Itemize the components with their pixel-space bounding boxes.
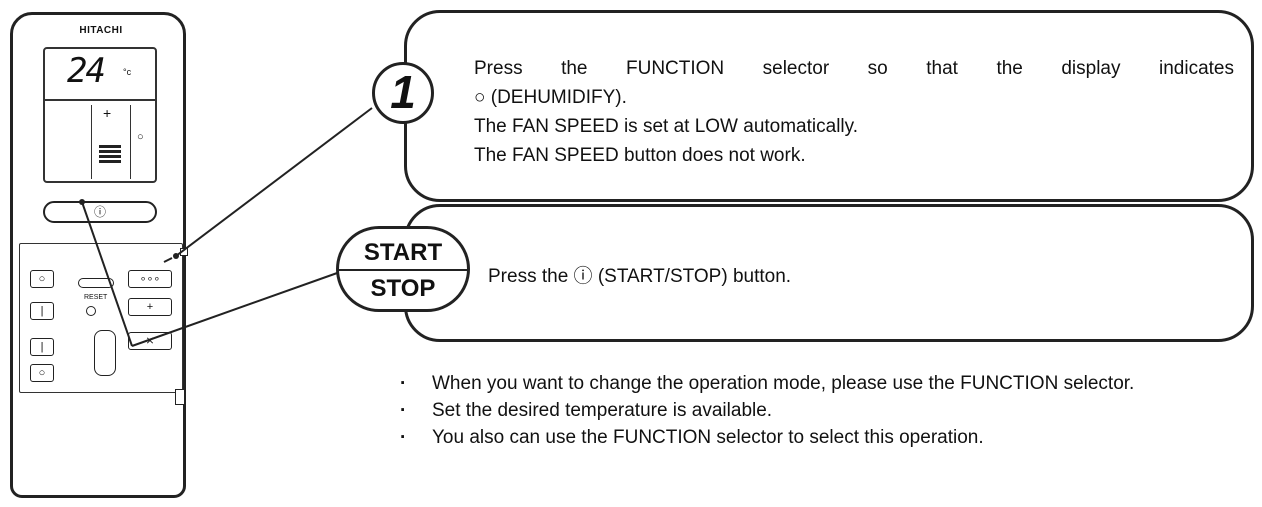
- dehumidify-icon: ○: [137, 131, 144, 143]
- stop-label: STOP: [370, 275, 436, 302]
- note-item: When you want to change the operation mo…: [400, 370, 1260, 397]
- display-divider: [45, 99, 155, 101]
- start-stop-divider: [339, 269, 467, 271]
- remote-brand: HITACHI: [79, 25, 123, 36]
- timer-icon: ○: [38, 367, 46, 379]
- start-stop-button[interactable]: ⓘ: [43, 201, 157, 223]
- fan-speed-button[interactable]: ∘∘∘: [128, 270, 172, 288]
- power-icon: ⓘ: [93, 205, 106, 219]
- display-temperature: 24: [67, 51, 106, 91]
- plus-icon: +: [146, 301, 154, 313]
- step-1-line-2: ○ (DEHUMIDIFY).: [474, 87, 627, 108]
- timer-cancel-button[interactable]: ○: [30, 364, 54, 382]
- panel-marker-bottom: [175, 389, 185, 405]
- bar-icon: |: [40, 341, 44, 353]
- step-1-box: [404, 10, 1254, 202]
- notes-list: When you want to change the operation mo…: [400, 370, 1260, 451]
- timer-off-button[interactable]: |: [30, 302, 54, 320]
- step-2-box: [404, 204, 1254, 342]
- note-item: Set the desired temperature is available…: [400, 397, 1260, 424]
- display-fan-bracket: [91, 105, 131, 179]
- panel-marker-top: [180, 248, 188, 256]
- display-unit: °c: [123, 67, 132, 77]
- step-1-line-1: Press the FUNCTION selector so that the …: [474, 58, 1234, 79]
- step-1-badge: 1: [372, 62, 434, 124]
- fan-icon: ∘∘∘: [139, 273, 161, 285]
- start-stop-badge: START STOP: [336, 226, 470, 312]
- remote-display: 24 °c + ○: [43, 47, 157, 183]
- button-panel: ○ | | ○ RESET ∘∘∘ + ⨯: [19, 243, 188, 393]
- function-selector[interactable]: [78, 278, 114, 288]
- step-1-text: Press the FUNCTION selector so that the …: [474, 54, 1234, 170]
- timer-set-button[interactable]: |: [30, 338, 54, 356]
- start-label: START: [363, 239, 443, 266]
- time-adjust-rocker[interactable]: [94, 330, 116, 376]
- temperature-up-button[interactable]: +: [128, 298, 172, 316]
- reset-button[interactable]: [86, 306, 96, 316]
- step-1-line-3: The FAN SPEED is set at LOW automaticall…: [474, 116, 858, 137]
- leader-line-function: [175, 107, 373, 257]
- step-1-number: 1: [390, 66, 416, 118]
- timer-on-button[interactable]: ○: [30, 270, 54, 288]
- note-item: You also can use the FUNCTION selector t…: [400, 424, 1260, 451]
- remote-control: HITACHI 24 °c + ○ ⓘ ○ | | ○ RESET ∘∘∘ + …: [10, 12, 188, 498]
- step-1-line-4: The FAN SPEED button does not work.: [474, 145, 806, 166]
- bar-icon: |: [40, 305, 44, 317]
- louver-icon: ⨯: [145, 335, 155, 347]
- step-2-text: Press the ⓘ (START/STOP) button.: [488, 266, 792, 287]
- timer-icon: ○: [38, 273, 46, 285]
- swing-louver-button[interactable]: ⨯: [128, 332, 172, 350]
- fan-speed-icon: [99, 145, 121, 165]
- reset-label: RESET: [84, 294, 108, 301]
- display-plus: +: [103, 105, 112, 121]
